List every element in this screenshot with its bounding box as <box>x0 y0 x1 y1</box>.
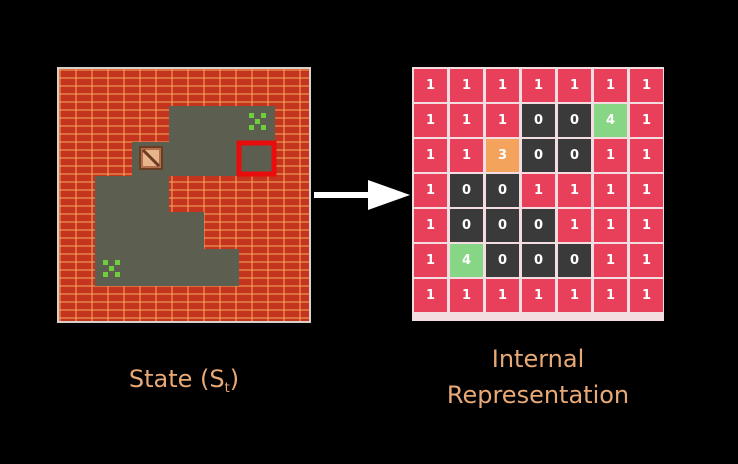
grid-cell: 0 <box>486 174 519 207</box>
grid-cell: 1 <box>414 244 447 277</box>
grid-cell: 0 <box>522 104 555 137</box>
grid-cell: 1 <box>522 279 555 312</box>
grid-cell: 1 <box>594 174 627 207</box>
agent-outline-icon <box>236 140 277 177</box>
grid-cell: 1 <box>522 69 555 102</box>
grid-cell: 1 <box>522 174 555 207</box>
grid-cell: 1 <box>414 69 447 102</box>
game-state-board <box>57 67 311 323</box>
grid-cell: 1 <box>594 244 627 277</box>
grid-cell: 1 <box>630 244 663 277</box>
grid-cell: 1 <box>630 139 663 172</box>
grid-cell: 1 <box>630 209 663 242</box>
grid-cell: 1 <box>414 209 447 242</box>
grid-cell: 1 <box>450 139 483 172</box>
grid-cell: 0 <box>522 209 555 242</box>
arrow-icon <box>314 180 410 210</box>
grid-cell: 0 <box>486 244 519 277</box>
representation-caption: Internal Representation <box>412 341 664 413</box>
grid-cell: 3 <box>486 139 519 172</box>
goal-marker-icon <box>103 260 120 277</box>
state-caption: State (St) <box>57 361 311 407</box>
grid-cell: 1 <box>558 279 591 312</box>
grid-cell: 1 <box>450 104 483 137</box>
grid-cell: 0 <box>450 209 483 242</box>
state-caption-prefix: State (S <box>128 365 225 393</box>
grid-cell: 0 <box>558 104 591 137</box>
floor-tile <box>95 176 169 286</box>
state-caption-suffix: ) <box>229 365 240 393</box>
goal-marker-icon <box>249 113 266 130</box>
grid-cell: 1 <box>450 279 483 312</box>
state-caption-subscript: t <box>224 381 230 396</box>
grid-cell: 1 <box>414 104 447 137</box>
grid-cell: 1 <box>486 279 519 312</box>
grid-cell: 1 <box>594 69 627 102</box>
grid-cell: 1 <box>414 139 447 172</box>
grid-cell: 1 <box>558 174 591 207</box>
floor-tile <box>204 249 239 286</box>
grid-cell: 0 <box>522 244 555 277</box>
grid-cell: 1 <box>414 279 447 312</box>
representation-caption-line1: Internal <box>491 345 585 373</box>
grid-cell: 1 <box>630 69 663 102</box>
box-icon <box>139 146 163 170</box>
grid-cell: 1 <box>486 104 519 137</box>
grid-cell: 1 <box>558 69 591 102</box>
representation-caption-line2: Representation <box>446 381 630 409</box>
grid-cell: 0 <box>558 244 591 277</box>
grid-cell: 1 <box>594 139 627 172</box>
grid-cell: 4 <box>594 104 627 137</box>
floor-tile <box>169 212 204 286</box>
grid-cell: 0 <box>558 139 591 172</box>
game-state-svg <box>95 106 277 286</box>
grid-cell: 1 <box>558 209 591 242</box>
grid-cell: 1 <box>630 279 663 312</box>
grid-cell: 1 <box>630 174 663 207</box>
grid-cell: 0 <box>486 209 519 242</box>
grid-cell: 1 <box>450 69 483 102</box>
grid-cell: 1 <box>414 174 447 207</box>
grid-cell: 1 <box>594 279 627 312</box>
grid-cell: 0 <box>522 139 555 172</box>
grid-cell: 1 <box>486 69 519 102</box>
grid-cell: 0 <box>450 174 483 207</box>
grid-cell: 1 <box>630 104 663 137</box>
grid-cell: 4 <box>450 244 483 277</box>
grid-cell: 1 <box>594 209 627 242</box>
